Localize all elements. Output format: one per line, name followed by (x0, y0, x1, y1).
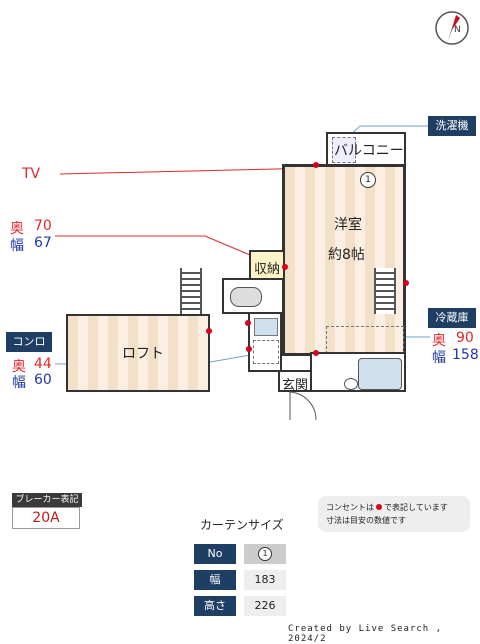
outlet-icon (403, 280, 409, 286)
curtain-row-label: No (194, 544, 236, 564)
curtain-row-value: 183 (244, 570, 286, 590)
storage-depth-value: 70 (34, 218, 52, 234)
entrance-door-icon (289, 391, 317, 421)
fridge-depth-value: 90 (456, 330, 474, 346)
curtain-row-label: 幅 (194, 570, 236, 590)
washer-space (332, 137, 356, 163)
fridge-tag: 冷蔵庫 (428, 308, 476, 328)
entrance-label: 玄関 (282, 378, 309, 393)
fridge-width-value: 158 (452, 347, 479, 363)
ladder-left (180, 268, 202, 314)
note-line2: 寸法は目安の数値です (326, 516, 406, 525)
outlet-icon (245, 320, 251, 326)
outlet-icon (206, 328, 212, 334)
curtain-row-value: 226 (244, 596, 286, 616)
bathroom (310, 352, 406, 392)
washbasin-icon (344, 378, 358, 390)
fridge-space (326, 326, 404, 354)
tv-label: TV (22, 166, 41, 182)
stove-depth-label: 奥 (12, 359, 26, 375)
sink-icon (254, 318, 278, 336)
stove-tag: コンロ (6, 332, 52, 352)
storage-width-value: 67 (34, 235, 52, 251)
curtain-row-value: 1 (244, 544, 286, 564)
closet-label: 収納 (254, 262, 281, 277)
fridge-depth-label: 奥 (432, 333, 446, 349)
outlet-icon (313, 162, 319, 168)
storage-width-label: 幅 (10, 238, 24, 254)
loft-label: ロフト (122, 346, 164, 362)
entrance: 玄関 (278, 370, 312, 393)
balcony: バルコニー (326, 132, 406, 166)
room-size: 約8帖 (328, 247, 365, 263)
outlet-legend-icon (376, 504, 382, 510)
curtain-title: カーテンサイズ (200, 518, 284, 532)
stove-width-label: 幅 (12, 375, 26, 391)
breaker-title: ブレーカー表記 (12, 493, 82, 507)
svg-text:N: N (454, 25, 461, 35)
toilet-icon (230, 287, 262, 307)
stove-space (253, 340, 279, 364)
stove-depth-value: 44 (34, 356, 52, 372)
ladder-right (374, 268, 396, 314)
outlet-icon (282, 264, 288, 270)
loft: ロフト (66, 314, 210, 392)
compass-icon: N (434, 10, 470, 46)
bathtub-icon (358, 358, 402, 390)
kitchen-corridor (248, 312, 282, 372)
room-type: 洋室 (334, 217, 362, 233)
curtain-row-label: 高さ (194, 596, 236, 616)
outlet-icon (313, 350, 319, 356)
toilet-room (222, 278, 284, 314)
note-line1-pre: コンセントは (326, 503, 374, 512)
fridge-width-label: 幅 (432, 350, 446, 366)
window-number-icon: 1 (360, 172, 376, 188)
note-line1-post: で表記しています (384, 503, 448, 512)
washer-tag: 洗濯機 (428, 116, 476, 136)
legend-note: コンセントは で表記しています 寸法は目安の数値です (318, 496, 470, 532)
credit-text: Created by Live Search , 2024/2 (288, 624, 443, 644)
stove-width-value: 60 (34, 372, 52, 388)
balcony-label: バルコニー (334, 143, 404, 159)
breaker-value: 20A (12, 507, 80, 529)
storage-depth-label: 奥 (10, 221, 24, 237)
outlet-icon (246, 346, 252, 352)
window-number-icon: 1 (258, 547, 272, 561)
